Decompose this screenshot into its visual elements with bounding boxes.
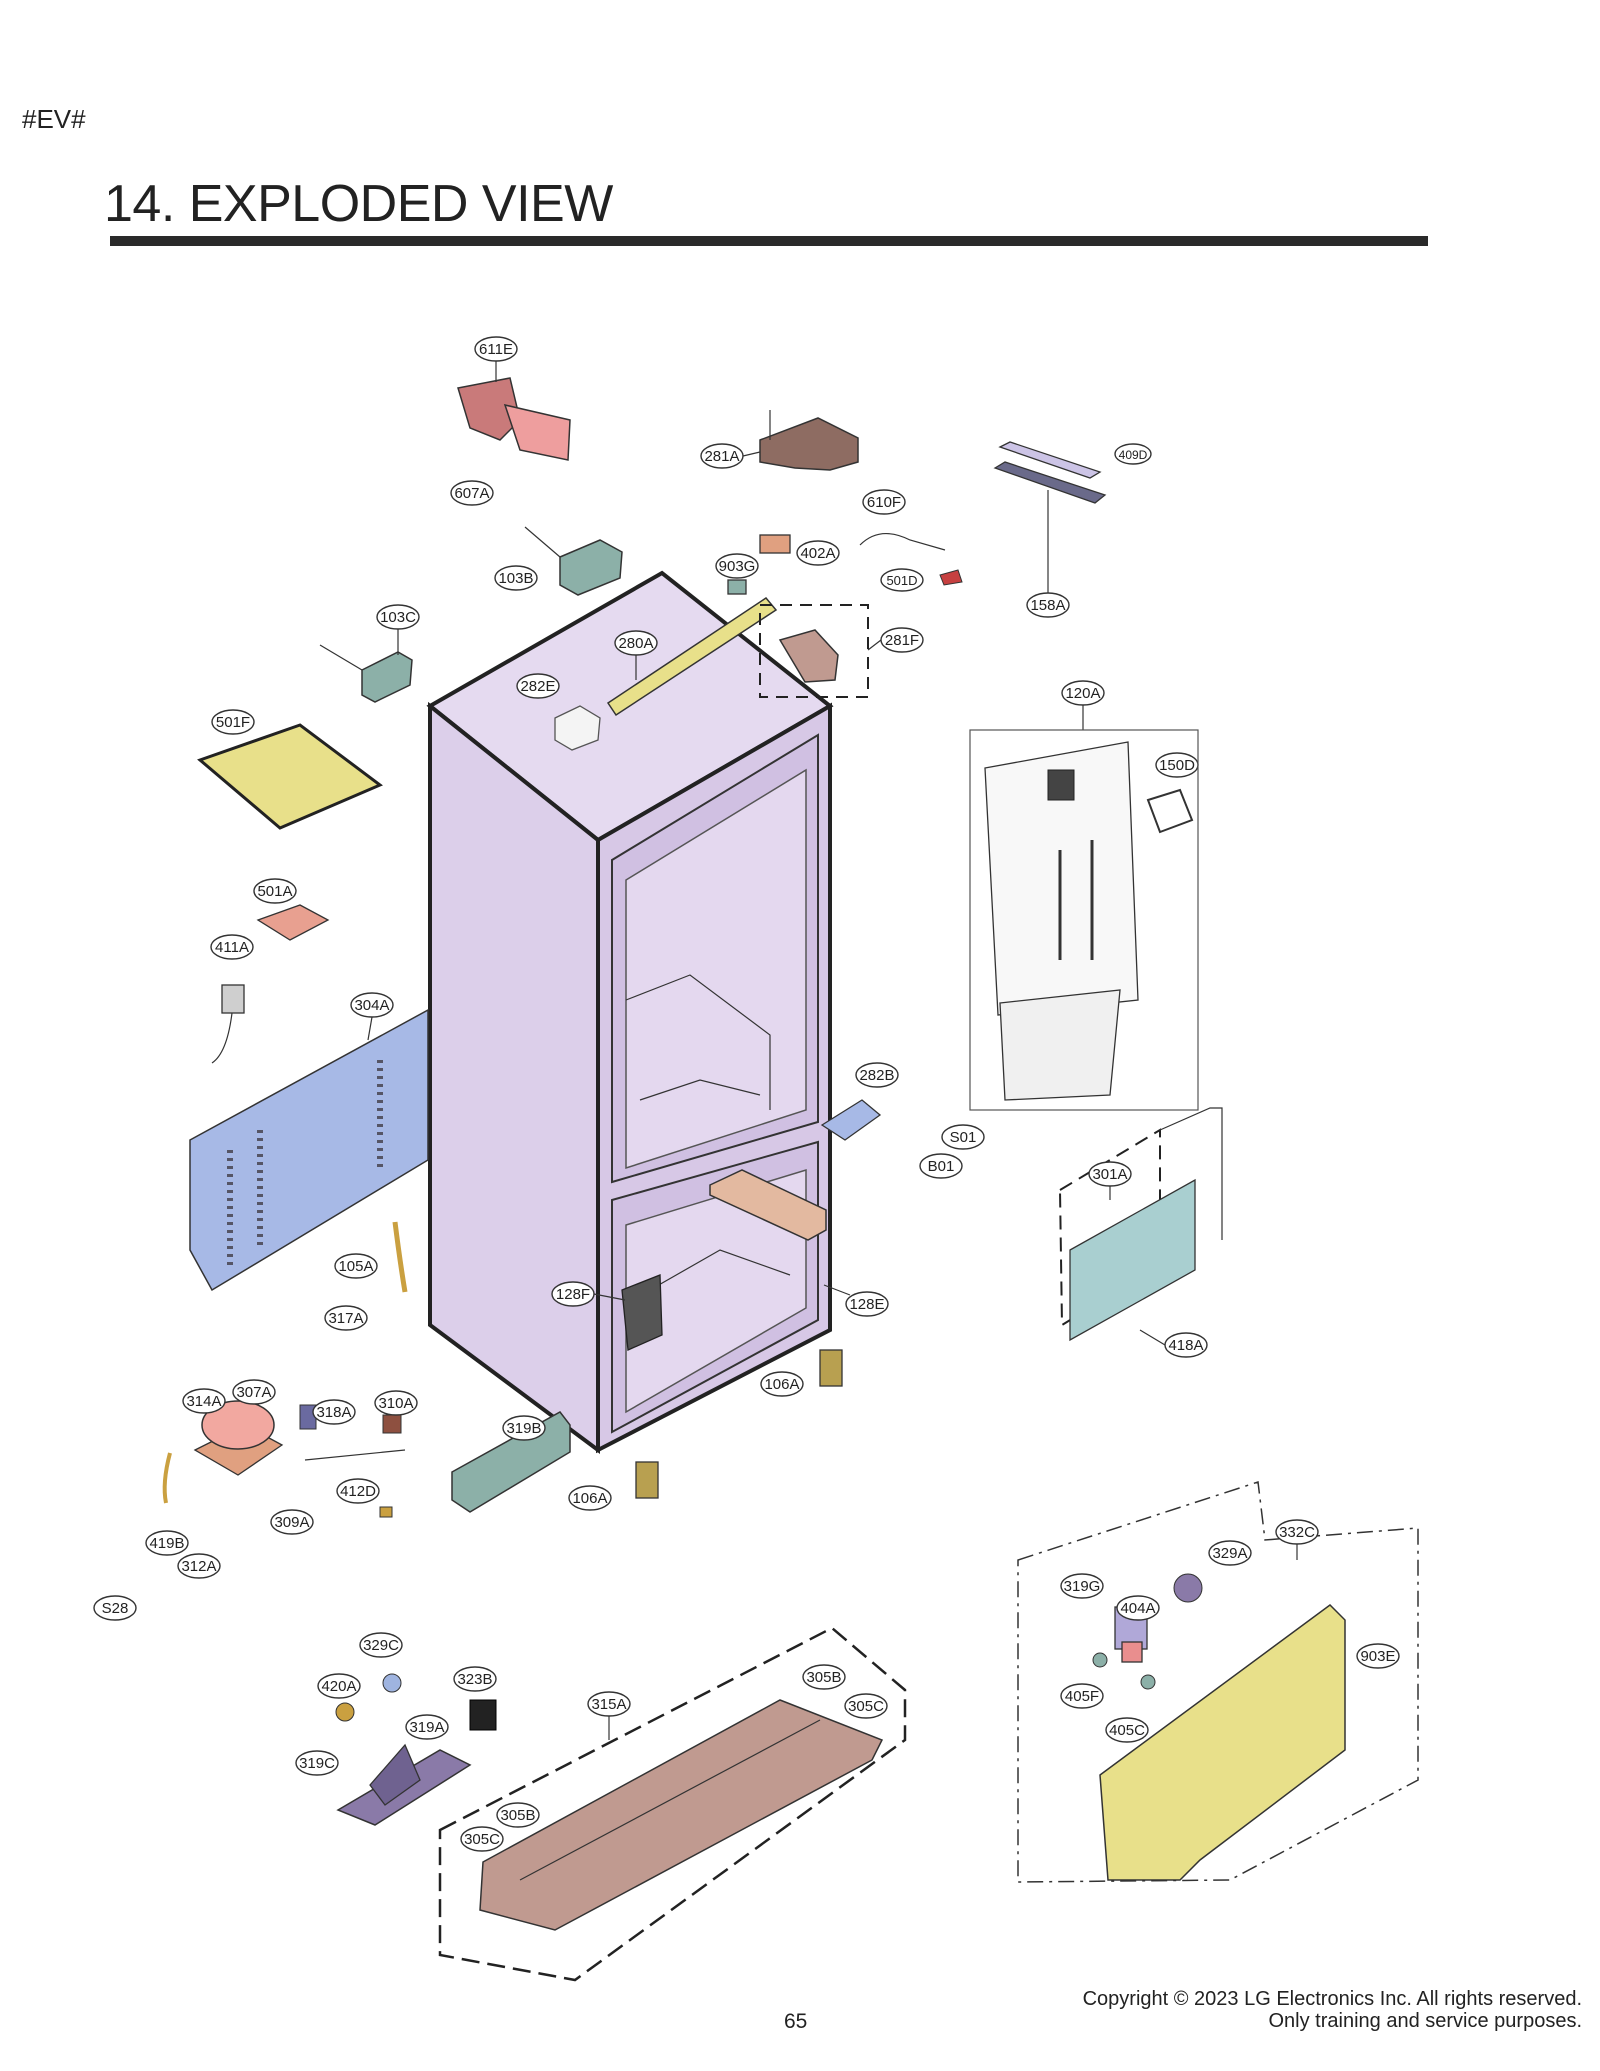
base-315a — [438, 1626, 907, 1982]
back-cover-304a — [189, 1008, 429, 1292]
label-106a-upper: 106A — [764, 1376, 799, 1393]
label-607a: 607A — [454, 485, 489, 502]
label-s28: S28 — [102, 1600, 129, 1617]
bracket-128f — [621, 1274, 663, 1351]
copyright-notice: Copyright © 2023 LG Electronics Inc. All… — [1083, 1988, 1582, 2032]
evaporator-301a — [1058, 1107, 1223, 1342]
label-280a: 280A — [618, 635, 653, 652]
label-409d: 409D — [1119, 448, 1148, 462]
duct-319b — [451, 1411, 571, 1513]
label-305b-upper: 305B — [806, 1669, 841, 1686]
compressor-307a — [193, 1400, 284, 1476]
drain-pan-319c — [336, 1743, 472, 1826]
label-281f: 281F — [885, 632, 919, 649]
fan-blade-329c — [382, 1673, 402, 1693]
label-106a-lower: 106A — [572, 1490, 607, 1507]
label-128f: 128F — [556, 1286, 590, 1303]
wire-105a — [392, 1221, 408, 1293]
label-501d: 501D — [886, 573, 917, 588]
cover-150d — [1146, 788, 1194, 834]
leader-lines — [367, 361, 1298, 1740]
label-419b: 419B — [149, 1535, 184, 1552]
label-282e: 282E — [520, 678, 555, 695]
label-315a: 315A — [591, 1696, 626, 1713]
misc-top-parts — [727, 533, 963, 595]
label-319a: 319A — [409, 1719, 444, 1736]
label-404a: 404A — [1120, 1600, 1155, 1617]
label-418a: 418A — [1168, 1337, 1203, 1354]
label-105a: 105A — [338, 1258, 373, 1275]
callout-labels: 611E 281A 409D 607A 610F 103B 402A 903G … — [93, 336, 1400, 1852]
housing-128e — [709, 1169, 827, 1241]
cover-panel-120a — [969, 729, 1199, 1111]
small-electrical-parts — [162, 1404, 406, 1518]
label-b01: B01 — [928, 1158, 955, 1175]
box-282e — [554, 705, 601, 751]
label-323b: 323B — [457, 1671, 492, 1688]
label-611e: 611E — [479, 341, 513, 358]
label-103b: 103B — [498, 570, 533, 587]
label-903g: 903G — [719, 558, 756, 575]
hinge-cover-103b — [524, 526, 623, 596]
label-405c: 405C — [1109, 1722, 1145, 1739]
label-501f: 501F — [216, 714, 250, 731]
label-305c-lower: 305C — [464, 1831, 500, 1848]
gasket-409d-158a — [993, 441, 1107, 504]
label-332c: 332C — [1279, 1524, 1315, 1541]
hinge-281f — [759, 604, 869, 698]
label-305b-lower: 305B — [500, 1807, 535, 1824]
hinge-cover-103c — [319, 644, 413, 703]
cover-281a — [759, 410, 859, 471]
label-307a: 307A — [236, 1384, 271, 1401]
label-310a: 310A — [378, 1395, 413, 1412]
label-150d: 150D — [1159, 757, 1195, 774]
label-305c-upper: 305C — [848, 1698, 884, 1715]
training-notice: Only training and service purposes. — [1268, 2010, 1583, 2032]
label-312a: 312A — [181, 1558, 216, 1575]
label-319c: 319C — [299, 1755, 335, 1772]
label-319g: 319G — [1064, 1578, 1101, 1595]
fan-assembly-332c — [1017, 1481, 1419, 1883]
damper-motor-611e — [457, 377, 571, 461]
pcb-501a — [256, 904, 330, 941]
label-402a: 402A — [800, 545, 835, 562]
label-158a: 158A — [1030, 597, 1065, 614]
label-301a: 301A — [1092, 1166, 1127, 1183]
trim-280a — [606, 597, 778, 717]
bracket-282b — [820, 1099, 882, 1141]
legs-106a — [635, 1349, 843, 1499]
label-120a: 120A — [1065, 685, 1100, 702]
label-103c: 103C — [380, 609, 416, 626]
label-317a: 317A — [328, 1310, 363, 1327]
label-405f: 405F — [1065, 1688, 1099, 1705]
label-319b: 319B — [506, 1420, 541, 1437]
label-128e: 128E — [849, 1296, 884, 1313]
label-329c: 329C — [363, 1637, 399, 1654]
label-329a: 329A — [1212, 1545, 1247, 1562]
label-610f: 610F — [867, 494, 901, 511]
label-318a: 318A — [316, 1404, 351, 1421]
power-cord-411a — [211, 984, 245, 1064]
label-s01: S01 — [950, 1129, 977, 1146]
fan-motor-323b — [469, 1699, 497, 1731]
label-501a: 501A — [257, 883, 292, 900]
label-281a: 281A — [704, 448, 739, 465]
label-412d: 412D — [340, 1483, 376, 1500]
cover-501f — [197, 723, 383, 830]
page-title: 14. EXPLODED VIEW — [104, 175, 613, 233]
section-tag: #EV# — [22, 104, 86, 134]
label-411a: 411A — [215, 939, 249, 956]
title-rule — [110, 236, 1428, 246]
fan-420a — [335, 1702, 355, 1722]
copyright-line: Copyright © 2023 LG Electronics Inc. All… — [1082, 1988, 1582, 2010]
label-903e: 903E — [1360, 1648, 1395, 1665]
label-314a: 314A — [186, 1393, 221, 1410]
label-309a: 309A — [274, 1514, 309, 1531]
page-number: 65 — [784, 2010, 808, 2033]
label-282b: 282B — [859, 1067, 894, 1084]
label-304a: 304A — [354, 997, 389, 1014]
label-420a: 420A — [321, 1678, 356, 1695]
